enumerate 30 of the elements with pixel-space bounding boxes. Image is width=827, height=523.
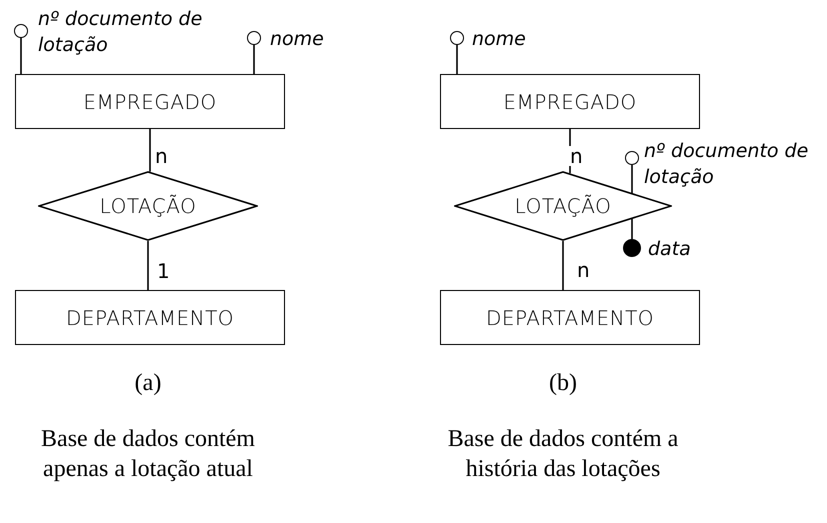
entity-name: DEPARTAMENTO: [66, 304, 234, 332]
entity-box: [440, 290, 700, 345]
entity-name: DEPARTAMENTO: [486, 304, 654, 332]
connector-line: [149, 129, 151, 172]
connector-line: [147, 241, 149, 290]
attribute-name: nome: [472, 27, 527, 52]
caption-text: Base de dados contém a história das lotações: [446, 425, 680, 484]
subfigure-caption: (a): [134, 369, 162, 398]
connector-line: [562, 241, 564, 290]
attribute-name: data: [648, 237, 692, 262]
entity-name: EMPREGADO: [503, 88, 637, 116]
relationship-name: LOTAÇÃO: [100, 193, 196, 220]
entity-name: EMPREGADO: [83, 88, 217, 116]
connector-line: [20, 38, 22, 74]
attribute-name: nº documento de lotação: [644, 139, 810, 190]
cardinality-label: n: [569, 146, 584, 166]
connector-line: [631, 218, 633, 239]
subfigure-caption: (b): [548, 369, 578, 398]
entity-box: [15, 74, 285, 129]
connector-line: [569, 129, 571, 174]
connector-line: [631, 165, 633, 194]
connector-line: [253, 45, 255, 74]
relationship-name: LOTAÇÃO: [514, 193, 612, 220]
attribute-name: nome: [270, 27, 325, 52]
entity-box: [440, 74, 700, 129]
connector-line: [456, 45, 458, 74]
entity-box: [15, 290, 285, 345]
caption-text: Base de dados contém apenas a lotação atual: [40, 425, 256, 484]
attribute-name: nº documento de lotação: [38, 7, 204, 58]
relationship-diamond: [38, 171, 258, 241]
